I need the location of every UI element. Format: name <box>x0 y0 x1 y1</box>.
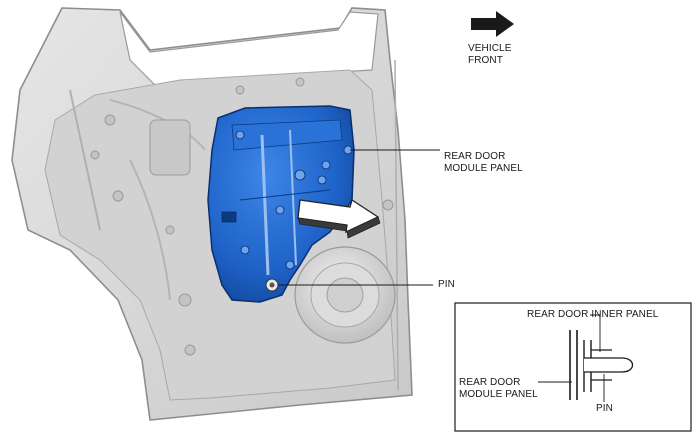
callout-leaders <box>278 149 440 286</box>
inset-module-panel-label-line2: MODULE PANEL <box>459 389 538 400</box>
pin-label: PIN <box>438 279 455 290</box>
removal-direction-arrow <box>297 198 381 239</box>
inset-module-panel-label-line1: REAR DOOR <box>459 377 521 388</box>
detail-inset <box>454 302 692 432</box>
inset-inner-panel-label: REAR DOOR INNER PANEL <box>527 309 659 320</box>
inset-pin-label: PIN <box>596 403 613 414</box>
vehicle-front-label-line1: VEHICLE <box>468 43 512 54</box>
vehicle-front-label-line2: FRONT <box>468 55 503 66</box>
speaker-opening <box>294 246 396 344</box>
rear-door-module-panel <box>207 105 355 303</box>
module-panel-label-line1: REAR DOOR <box>444 151 506 162</box>
vehicle-front-arrow-icon <box>471 11 514 37</box>
module-panel-label-line2: MODULE PANEL <box>444 163 523 174</box>
